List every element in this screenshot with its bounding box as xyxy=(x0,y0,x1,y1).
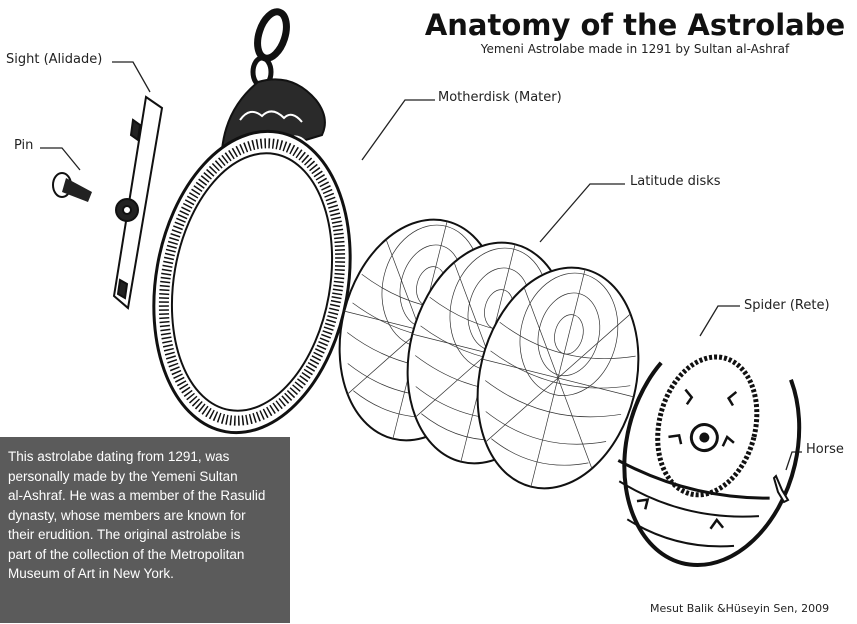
label-rete: Spider (Rete) xyxy=(744,298,830,313)
info-line: part of the collection of the Metropolit… xyxy=(8,545,282,565)
label-pin: Pin xyxy=(14,138,33,153)
leader-sight xyxy=(112,62,150,92)
pin-part xyxy=(53,173,92,202)
info-line: This astrolabe dating from 1291, was xyxy=(8,447,282,467)
label-latitude-disks: Latitude disks xyxy=(630,174,721,189)
info-line: al-Ashraf. He was a member of the Rasuli… xyxy=(8,486,282,506)
leader-mater xyxy=(362,100,435,160)
info-line: dynasty, whose members are known for xyxy=(8,506,282,526)
leader-latitude xyxy=(540,184,625,242)
label-mater: Motherdisk (Mater) xyxy=(438,90,562,105)
info-box: This astrolabe dating from 1291, was per… xyxy=(0,437,290,623)
leader-rete xyxy=(700,306,740,336)
info-line: personally made by the Yemeni Sultan xyxy=(8,467,282,487)
label-sight: Sight (Alidade) xyxy=(6,52,102,67)
label-horse: Horse xyxy=(806,442,844,457)
info-line: their erudition. The original astrolabe … xyxy=(8,525,282,545)
leader-pin xyxy=(40,148,80,170)
info-line: Museum of Art in New York. xyxy=(8,564,282,584)
mater-part xyxy=(131,8,373,448)
credit-text: Mesut Balik &Hüseyin Sen, 2009 xyxy=(650,602,829,615)
